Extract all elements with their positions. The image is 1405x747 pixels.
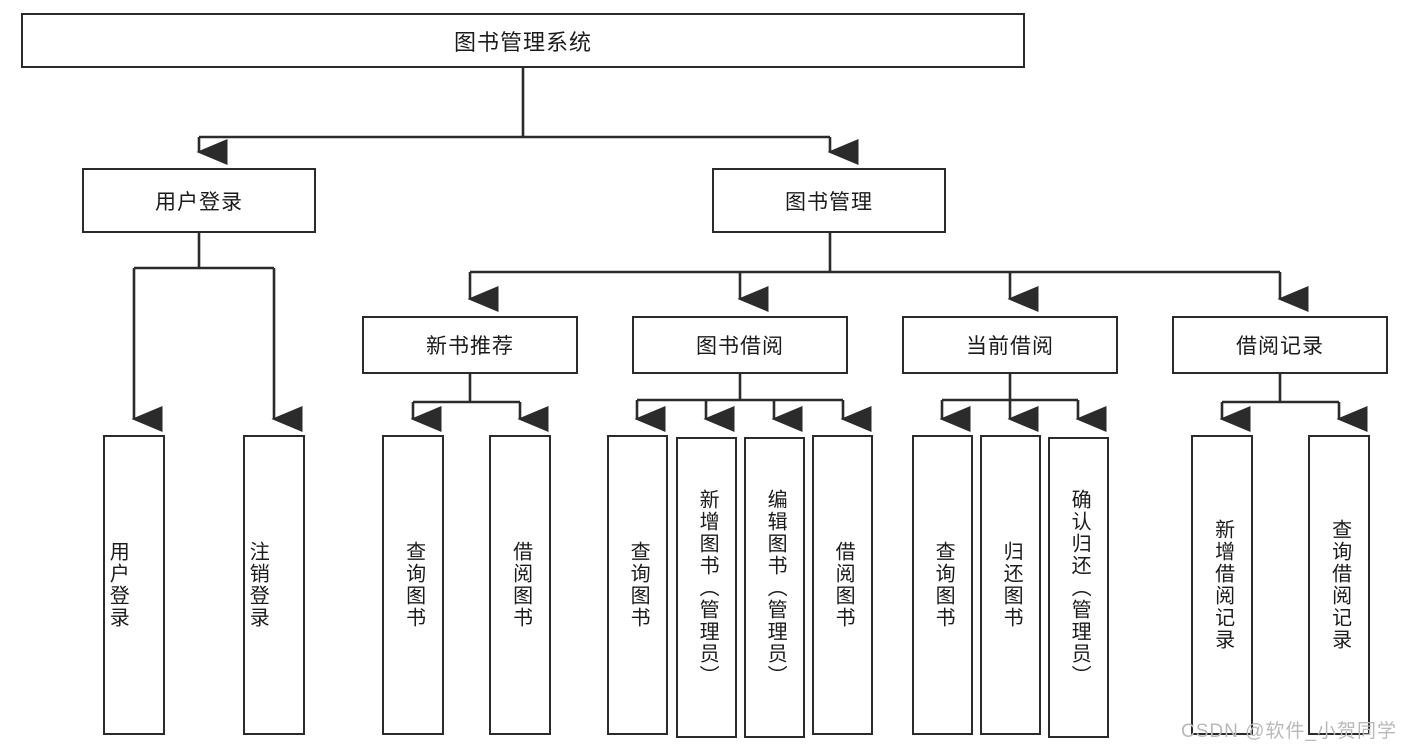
leaf-user-login-label: 用户登录 xyxy=(106,541,129,629)
leaf-edit-book-label: 编辑图书（管理员） xyxy=(764,488,787,687)
leaf-confirm-return-label: 确认归还（管理员） xyxy=(1068,488,1091,687)
leaf-query-record[interactable]: 查询借阅记录 xyxy=(1308,435,1370,735)
node-root-label: 图书管理系统 xyxy=(453,29,592,55)
leaf-return-book[interactable]: 归还图书 xyxy=(980,435,1041,735)
leaf-query-book-1[interactable]: 查询图书 xyxy=(382,435,444,735)
leaf-query-book-2[interactable]: 查询图书 xyxy=(607,435,668,735)
leaf-borrow-book-1-label: 借阅图书 xyxy=(509,541,532,629)
node-borrow-record[interactable]: 借阅记录 xyxy=(1172,316,1388,374)
leaf-edit-book[interactable]: 编辑图书（管理员） xyxy=(744,437,805,738)
leaf-query-book-1-label: 查询图书 xyxy=(402,541,425,629)
node-book-borrow[interactable]: 图书借阅 xyxy=(632,316,848,374)
leaf-add-book[interactable]: 新增图书（管理员） xyxy=(676,437,737,738)
leaf-add-record[interactable]: 新增借阅记录 xyxy=(1191,435,1253,735)
leaf-query-book-3[interactable]: 查询图书 xyxy=(912,435,973,735)
leaf-query-book-3-label: 查询图书 xyxy=(932,541,955,629)
node-current-borrow[interactable]: 当前借阅 xyxy=(902,316,1118,374)
leaf-borrow-book-2[interactable]: 借阅图书 xyxy=(812,435,873,735)
node-book-borrow-label: 图书借阅 xyxy=(696,335,784,358)
leaf-query-book-2-label: 查询图书 xyxy=(627,541,650,629)
leaf-add-record-label: 新增借阅记录 xyxy=(1211,519,1234,651)
watermark: CSDN @软件_小贺同学 xyxy=(1181,721,1397,742)
leaf-user-login[interactable]: 用户登录 xyxy=(103,435,165,735)
leaf-borrow-book-1[interactable]: 借阅图书 xyxy=(489,435,551,735)
node-book-manage[interactable]: 图书管理 xyxy=(712,168,946,233)
leaf-borrow-book-2-label: 借阅图书 xyxy=(832,541,855,629)
node-new-book-rec-label: 新书推荐 xyxy=(426,335,514,358)
leaf-logout[interactable]: 注销登录 xyxy=(243,435,305,735)
node-book-manage-label: 图书管理 xyxy=(785,190,873,214)
leaf-logout-label: 注销登录 xyxy=(246,541,269,629)
node-user-login[interactable]: 用户登录 xyxy=(82,168,316,233)
node-root[interactable]: 图书管理系统 xyxy=(21,13,1025,68)
leaf-add-book-label: 新增图书（管理员） xyxy=(696,488,719,687)
leaf-return-book-label: 归还图书 xyxy=(1000,541,1023,629)
node-user-login-label: 用户登录 xyxy=(155,190,243,214)
leaf-confirm-return[interactable]: 确认归还（管理员） xyxy=(1048,437,1109,738)
leaf-query-record-label: 查询借阅记录 xyxy=(1328,519,1351,651)
node-borrow-record-label: 借阅记录 xyxy=(1236,335,1324,358)
node-new-book-rec[interactable]: 新书推荐 xyxy=(362,316,578,374)
node-current-borrow-label: 当前借阅 xyxy=(966,335,1054,358)
